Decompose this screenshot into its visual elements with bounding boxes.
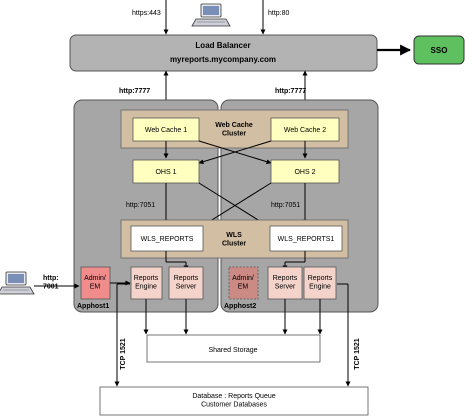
tcp-left-label: TCP 1521 [120, 338, 127, 369]
port-label-http-7051-left: http:7051 [126, 202, 155, 209]
web-cache-2-label: Web Cache 2 [284, 127, 326, 134]
computer-icon [0, 271, 35, 295]
load-balancer-host: myreports.mycompany.com [170, 55, 276, 64]
port-label-http-80: http:80 [268, 10, 290, 17]
tcp-right-label: TCP 1521 [354, 338, 361, 369]
apphost2-admin-label: Admin/EM [232, 275, 254, 290]
port-label-http-7051-right: http:7051 [271, 202, 300, 209]
database-box [99, 386, 369, 416]
apphost1-reports-engine [130, 266, 163, 300]
webcache2-ohs1-connector [198, 140, 272, 165]
sso-box: SSO [413, 35, 465, 65]
ohs-1-label: OHS 1 [155, 169, 176, 176]
computer-icon [191, 3, 231, 27]
load-balancer-title: Load Balancer [195, 41, 250, 50]
wls-reports1 [269, 225, 343, 252]
sso-label: SSO [431, 46, 448, 55]
port-label-http-7777-left: http:7777 [119, 88, 150, 95]
wls-reports [130, 225, 204, 252]
apphost2-admin-em [228, 266, 259, 300]
apphost2-reports-server [267, 266, 303, 300]
port-label-http-7777-right: http:7777 [275, 88, 306, 95]
wls-reports-label: WLS_REPORTS [141, 236, 194, 243]
ohs-2-label: OHS 2 [294, 169, 315, 176]
apphost1-label: Apphost1 [77, 303, 109, 310]
port-label-http-7001: http:7001 [43, 275, 59, 290]
shared-storage-label: Shared Storage [208, 347, 257, 354]
shared-storage [146, 334, 321, 363]
apphost1-admin-em [80, 266, 111, 300]
apphost2-label: Apphost2 [224, 303, 256, 310]
apphost1-admin-label: Admin/EM [84, 275, 106, 290]
load-balancer: Load Balancer myreports.mycompany.com [69, 34, 378, 72]
port-label-https-443: https:443 [132, 10, 161, 17]
wls-reports1-label: WLS_REPORTS1 [278, 236, 335, 243]
apphost2-box [220, 99, 379, 313]
web-cache-1-label: Web Cache 1 [145, 127, 187, 134]
